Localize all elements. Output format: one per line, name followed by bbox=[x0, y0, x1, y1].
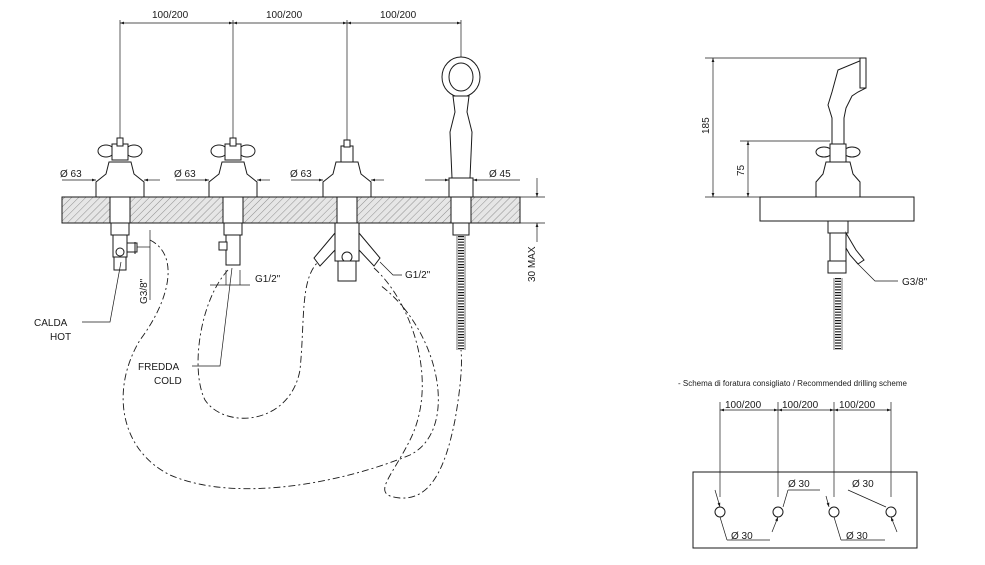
hot-label-en: HOT bbox=[50, 332, 71, 343]
hand-shower bbox=[441, 40, 481, 350]
max-thickness-dimension: 30 MAX bbox=[520, 178, 545, 282]
g12-cold-label: G1/2" bbox=[255, 274, 281, 285]
spacing-dimensions: 100/200 100/200 100/200 bbox=[119, 10, 462, 145]
hole-diameter-label: Ø 30 bbox=[846, 531, 868, 542]
drill-spacing-label: 100/200 bbox=[839, 400, 876, 411]
side-deck bbox=[759, 196, 915, 222]
diameter-label: Ø 63 bbox=[290, 169, 312, 180]
hole-diameter-label: Ø 30 bbox=[788, 479, 810, 490]
connection-annotations: G3/8" G1/2" G1/2" bbox=[139, 230, 431, 304]
drill-hole bbox=[828, 506, 840, 518]
front-view: 100/200 100/200 100/200 bbox=[34, 10, 545, 499]
height-75-label: 75 bbox=[736, 164, 747, 176]
side-g38-label: G3/8" bbox=[902, 277, 928, 288]
drilling-caption: - Schema di foratura consigliato / Recom… bbox=[678, 379, 908, 388]
cold-label-en: COLD bbox=[154, 376, 182, 387]
g38-label: G3/8" bbox=[139, 278, 150, 304]
hole-diameter-label: Ø 30 bbox=[852, 479, 874, 490]
drilling-plate bbox=[692, 471, 918, 549]
side-view: 185 75 G3/8" bbox=[701, 57, 928, 350]
diameter-dimensions: Ø 63 Ø 63 Ø 63 Ø 45 bbox=[60, 169, 520, 182]
spacing-label: 100/200 bbox=[266, 10, 303, 21]
drill-spacing-label: 100/200 bbox=[725, 400, 762, 411]
drill-hole bbox=[772, 506, 784, 518]
deck-plate bbox=[61, 196, 521, 224]
drilling-scheme: - Schema di foratura consigliato / Recom… bbox=[678, 379, 918, 549]
hot-valve bbox=[95, 137, 150, 271]
hole-diameter-label: Ø 30 bbox=[731, 531, 753, 542]
hot-label-it: CALDA bbox=[34, 318, 68, 329]
diameter-label: Ø 45 bbox=[489, 169, 511, 180]
drill-hole bbox=[885, 506, 897, 518]
hot-cold-annotations: CALDA HOT FREDDA COLD bbox=[34, 261, 233, 387]
flexible-hoses bbox=[122, 239, 462, 499]
diameter-label: Ø 63 bbox=[60, 169, 82, 180]
g12-mixer-label: G1/2" bbox=[405, 270, 431, 281]
max-thickness-label: 30 MAX bbox=[527, 246, 538, 282]
diameter-label: Ø 63 bbox=[174, 169, 196, 180]
drill-spacing-label: 100/200 bbox=[782, 400, 819, 411]
cold-label-it: FREDDA bbox=[138, 362, 179, 373]
spacing-label: 100/200 bbox=[152, 10, 189, 21]
diverter-valve bbox=[313, 139, 381, 282]
height-185-label: 185 bbox=[701, 117, 712, 134]
cold-valve bbox=[208, 137, 258, 285]
spacing-label: 100/200 bbox=[380, 10, 417, 21]
drill-hole bbox=[714, 506, 726, 518]
